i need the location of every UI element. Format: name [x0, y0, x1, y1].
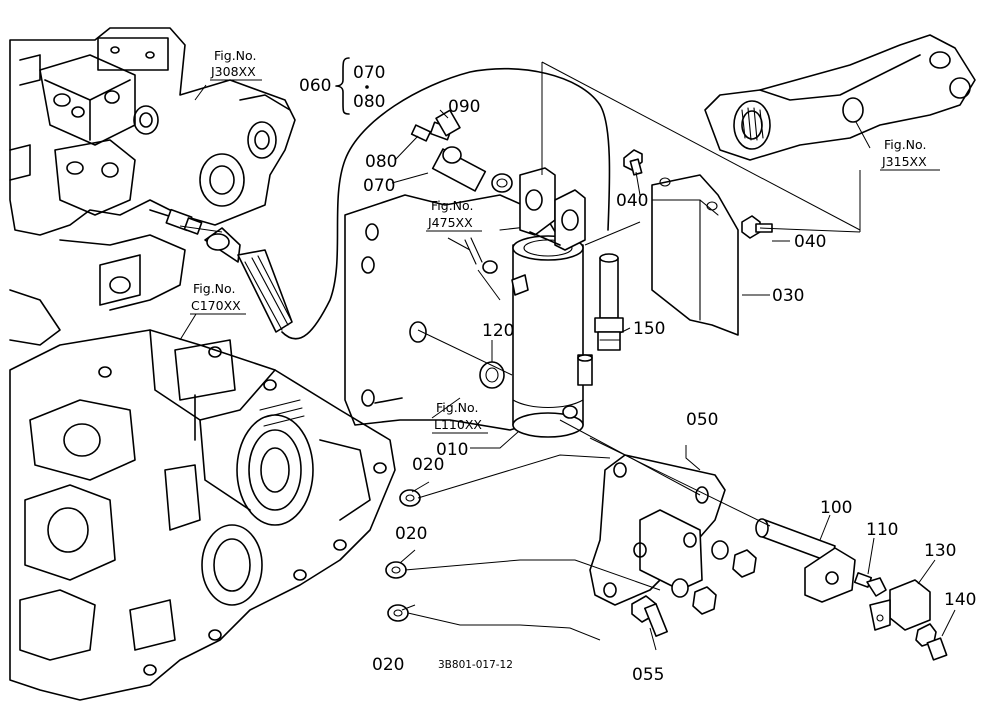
svg-text:Fig.No.: Fig.No.	[884, 137, 926, 152]
figure-ref-j308xx: Fig.No. J308XX	[210, 48, 262, 81]
bolt-140	[915, 623, 948, 661]
washer-020-a	[399, 489, 421, 507]
svg-text:C170XX: C170XX	[191, 298, 241, 313]
part-label-040: 040	[794, 232, 826, 252]
part-label-010: 010	[436, 440, 468, 460]
svg-text:L110XX: L110XX	[434, 417, 482, 432]
figure-ref-j315xx: Fig.No. J315XX	[880, 137, 940, 171]
part-label-055: 055	[632, 665, 664, 685]
bolt-055	[631, 595, 668, 637]
part-label-020: 020	[395, 524, 427, 544]
svg-text:J308XX: J308XX	[210, 64, 256, 79]
washer-020-c	[387, 604, 409, 622]
part-label-150: 150	[633, 319, 665, 339]
part-label-050: 050	[686, 410, 718, 430]
part-label-140: 140	[944, 590, 976, 610]
part-label-070: 070	[363, 176, 395, 196]
assembly-lines	[179, 61, 861, 641]
washer-020-b	[385, 561, 407, 579]
sensor-cover	[651, 174, 739, 336]
part-number-labels: 010 020 020 020 030 040 040 050 055 060 …	[299, 63, 976, 685]
pin-retainer-plate	[869, 579, 931, 631]
transmission-case	[9, 329, 396, 701]
figure-ref-l110xx: Fig.No. L110XX	[432, 400, 488, 434]
lift-arm	[704, 34, 976, 161]
part-label-030: 030	[772, 286, 804, 306]
hydraulic-valve-block	[9, 27, 296, 346]
part-label-060: 060	[299, 76, 331, 96]
svg-text:J475XX: J475XX	[427, 215, 473, 230]
figure-ref-c170xx: Fig.No. C170XX	[190, 281, 246, 315]
part-label-020: 020	[372, 655, 404, 675]
drawing-code: 3B801-017-12	[438, 659, 513, 671]
part-label-110: 110	[866, 520, 898, 540]
bolt-040-upper	[623, 149, 643, 176]
part-label-080: 080	[365, 152, 397, 172]
figure-ref-j475xx: Fig.No. J475XX	[426, 198, 482, 232]
part-label-120: 120	[482, 321, 514, 341]
position-sensor	[594, 253, 624, 351]
grease-elbow-fitting	[853, 572, 887, 597]
hydraulic-fitting-and-hose	[149, 67, 611, 340]
svg-text:Fig.No.: Fig.No.	[436, 400, 478, 415]
part-label-090: 090	[448, 97, 480, 117]
bolt-040-right	[741, 215, 773, 239]
group-bracket-060	[335, 57, 369, 115]
part-label-100: 100	[820, 498, 852, 518]
svg-text:Fig.No.: Fig.No.	[214, 48, 256, 63]
part-label-040: 040	[616, 191, 648, 211]
part-label-020: 020	[412, 455, 444, 475]
svg-text:Fig.No.: Fig.No.	[431, 198, 473, 213]
lift-cylinder	[511, 167, 593, 438]
nuts-and-washers	[671, 540, 757, 615]
cylinder-hose-fittings	[410, 109, 513, 274]
group-label-080: 080	[353, 92, 385, 112]
group-label-070: 070	[353, 63, 385, 83]
leader-lines	[179, 84, 956, 651]
figure-references: Fig.No. J308XX Fig.No. J315XX Fig.No. J4…	[190, 48, 940, 434]
cylinder-pin	[755, 518, 856, 603]
svg-text:Fig.No.: Fig.No.	[193, 281, 235, 296]
cylinder-mounting-bracket	[589, 454, 726, 606]
svg-text:J315XX: J315XX	[881, 154, 927, 169]
part-label-130: 130	[924, 541, 956, 561]
